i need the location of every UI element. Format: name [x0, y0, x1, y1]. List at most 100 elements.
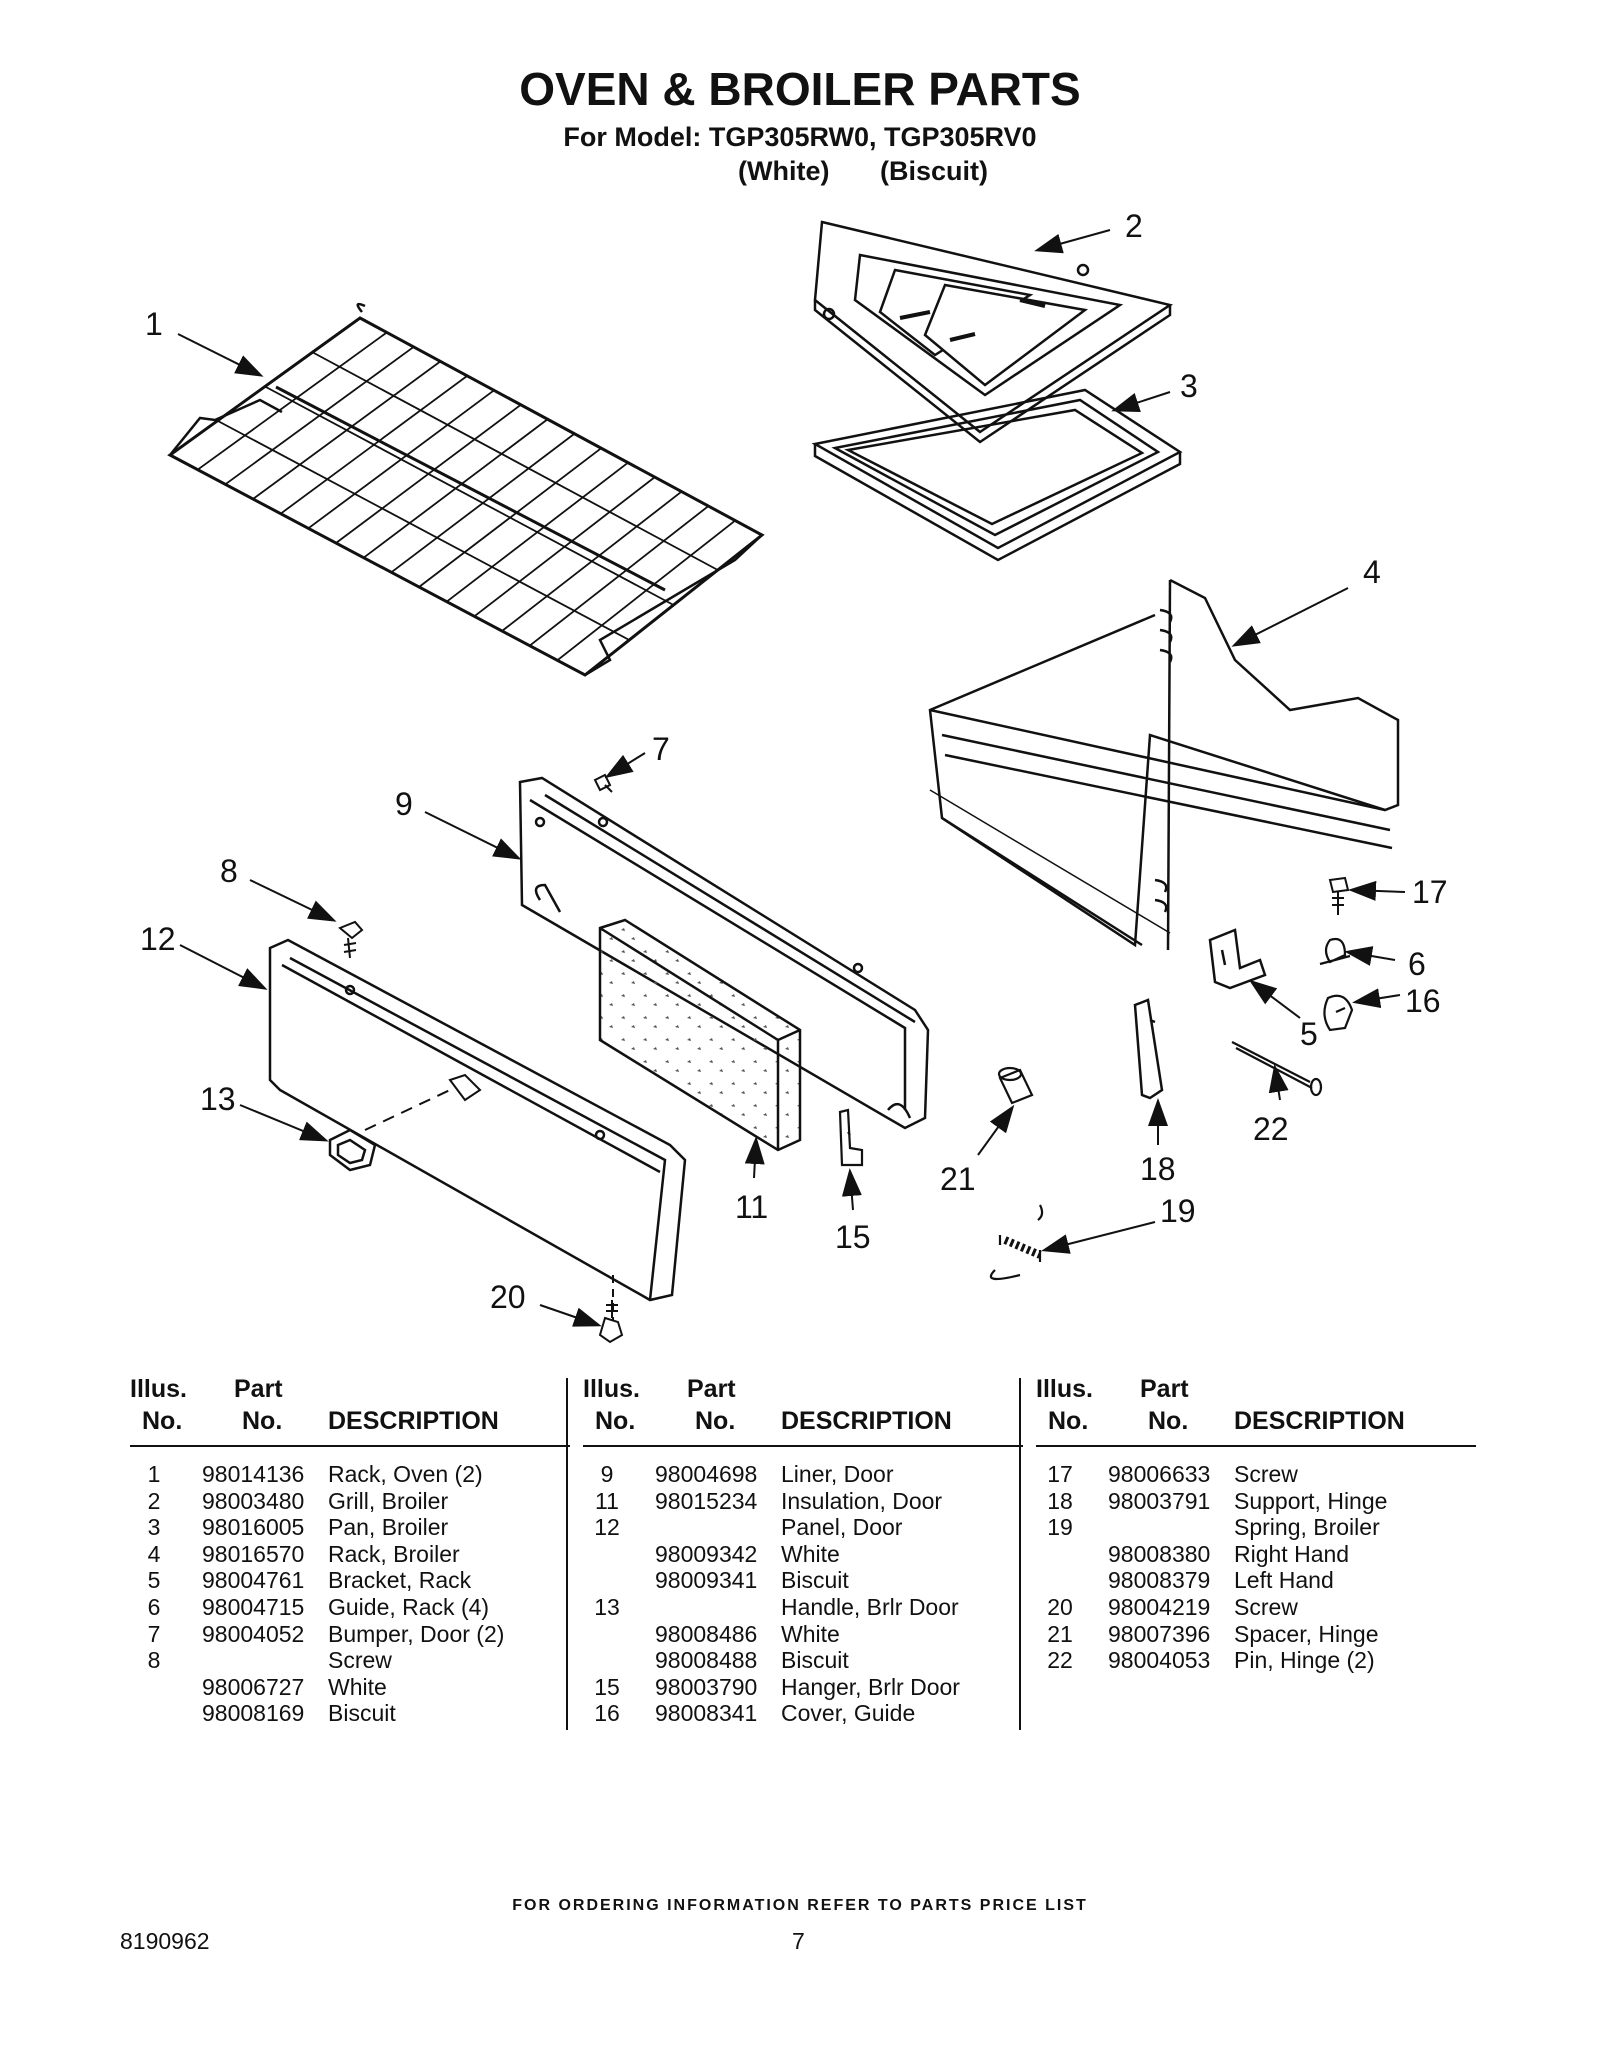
- hdr-illus: Illus.: [130, 1375, 187, 1403]
- illus-no-cell: 16: [594, 1700, 620, 1727]
- description-cell: Guide, Rack (4): [328, 1593, 490, 1620]
- illus-no-cell: 17: [1047, 1461, 1073, 1487]
- part-no-cell: 98016570: [202, 1540, 305, 1567]
- illus-no-cell: 8: [147, 1647, 161, 1674]
- table-row: 98006727 White: [130, 1674, 570, 1701]
- description-cell: Screw: [1234, 1461, 1298, 1487]
- description-cell: Biscuit: [781, 1647, 849, 1674]
- part-no-cell: 98004219: [1108, 1593, 1211, 1620]
- illus-no-cell: 9: [600, 1461, 614, 1487]
- broiler-pan: [811, 388, 1183, 562]
- part-no-cell: 98014136: [202, 1461, 305, 1487]
- callout-11: 11: [735, 1189, 768, 1225]
- description-cell: Pan, Broiler: [328, 1514, 449, 1541]
- callout-6: 6: [1408, 946, 1426, 982]
- description-cell: Pin, Hinge (2): [1234, 1647, 1375, 1674]
- callout-13: 13: [200, 1081, 236, 1117]
- part-no-cell: 98004715: [202, 1593, 305, 1620]
- table-row: 12 Panel, Door: [583, 1514, 1023, 1541]
- callout-18: 18: [1140, 1151, 1176, 1187]
- page-title: OVEN & BROILER PARTS: [519, 63, 1081, 115]
- hdr-illus: Illus.: [583, 1375, 640, 1403]
- part-no-cell: 98003480: [202, 1487, 305, 1514]
- screw-20: [598, 1300, 624, 1344]
- part-no-cell: 98008379: [1108, 1567, 1211, 1594]
- screw-8: [338, 920, 364, 959]
- description-cell: Panel, Door: [781, 1514, 903, 1541]
- broiler-grill: [813, 220, 1174, 444]
- table-row: 98008488 Biscuit: [583, 1647, 1023, 1674]
- callout-1: 1: [145, 306, 163, 342]
- bumper-7: [593, 773, 613, 793]
- callout-16: 16: [1405, 983, 1441, 1019]
- illus-no-cell: 21: [1047, 1620, 1073, 1647]
- callout-7: 7: [652, 731, 670, 767]
- description-cell: Support, Hinge: [1234, 1487, 1388, 1514]
- door-handle: [328, 1128, 377, 1172]
- hdr-part: Part: [687, 1375, 736, 1403]
- part-no-cell: 98004053: [1108, 1647, 1211, 1674]
- rack-cross-wire: [312, 351, 719, 571]
- callout-21: 21: [940, 1161, 976, 1197]
- illus-no-cell: 11: [595, 1487, 619, 1514]
- description-cell: Biscuit: [781, 1567, 849, 1594]
- color-variant-biscuit: (Biscuit): [880, 156, 988, 186]
- table-header: Illus. No. Part No. DESCRIPTION: [583, 1375, 1023, 1447]
- door-panel: [268, 938, 687, 1302]
- broiler-spring: [989, 1204, 1044, 1281]
- part-no-cell: 98006727: [202, 1673, 305, 1700]
- description-cell: Cover, Guide: [781, 1700, 916, 1727]
- description-cell: White: [781, 1540, 840, 1567]
- hdr-illus-no: No.: [1048, 1407, 1089, 1435]
- callout-22: 22: [1253, 1111, 1289, 1147]
- callout-4: 4: [1363, 554, 1381, 590]
- description-cell: Biscuit: [328, 1700, 396, 1727]
- callout-15: 15: [835, 1219, 871, 1255]
- rack-cross-wire: [217, 419, 630, 641]
- hinge-support: [1133, 998, 1164, 1100]
- callout-2: 2: [1125, 208, 1143, 244]
- hdr-part: Part: [1140, 1375, 1189, 1403]
- description-cell: Spacer, Hinge: [1234, 1620, 1379, 1647]
- description-cell: Hanger, Brlr Door: [781, 1673, 960, 1700]
- description-cell: Rack, Broiler: [328, 1540, 460, 1567]
- illus-no-cell: 19: [1047, 1514, 1073, 1541]
- door-liner: [518, 776, 930, 1130]
- illus-no-cell: 5: [147, 1567, 161, 1594]
- part-no-cell: 98008488: [655, 1647, 758, 1674]
- screw-17: [1328, 876, 1350, 915]
- handle-guide-dashed: [364, 1089, 451, 1131]
- part-no-cell: 98006633: [1108, 1461, 1211, 1487]
- hdr-description: DESCRIPTION: [328, 1407, 499, 1435]
- illus-no-cell: 15: [594, 1673, 620, 1700]
- hinge-spacer: [997, 1066, 1034, 1105]
- illus-no-cell: 12: [594, 1514, 620, 1541]
- hdr-illus-no: No.: [142, 1407, 183, 1435]
- table-row: 21 98007396 Spacer, Hinge: [1036, 1621, 1476, 1648]
- description-cell: Screw: [1234, 1593, 1298, 1620]
- model-subtitle: For Model: TGP305RW0, TGP305RV0: [563, 122, 1037, 152]
- part-no-cell: 98007396: [1108, 1620, 1211, 1647]
- description-cell: Bracket, Rack: [328, 1567, 472, 1594]
- description-cell: White: [328, 1673, 387, 1700]
- hdr-part-no: No.: [242, 1407, 283, 1435]
